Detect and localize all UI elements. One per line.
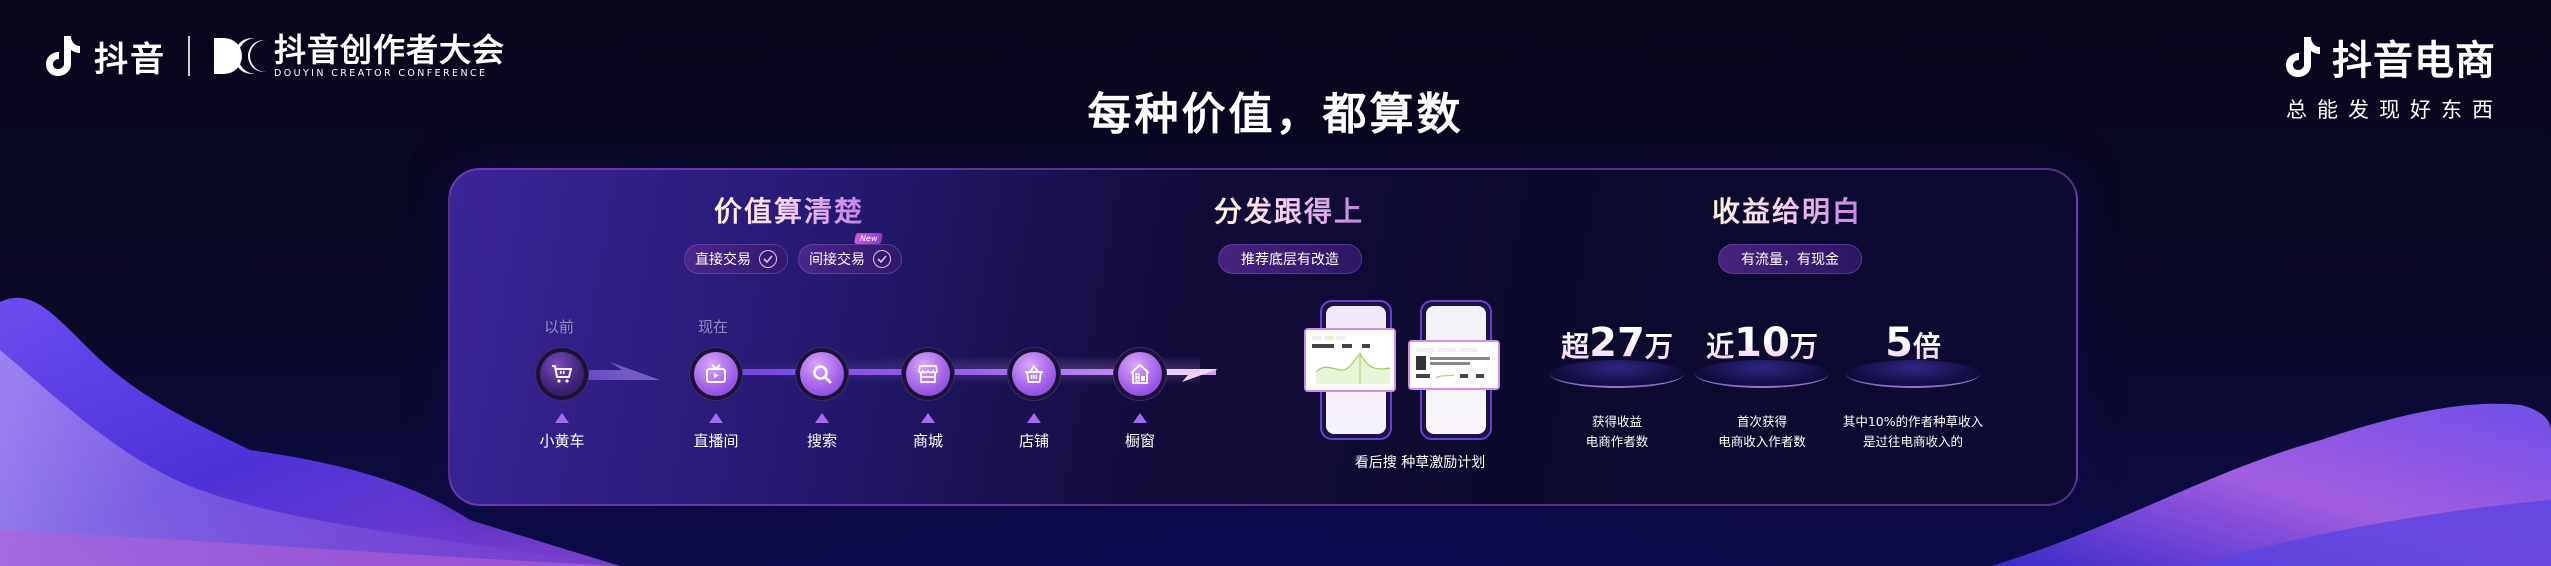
stat-first-income-creators: 近10万 xyxy=(1687,320,1837,366)
pointer-triangle xyxy=(921,413,935,423)
pill-indirect-trade: New 间接交易 xyxy=(798,233,902,274)
node-label: 直播间 xyxy=(693,432,739,450)
flow-end-arrow xyxy=(1162,369,1218,382)
node-showcase xyxy=(1113,347,1167,401)
check-circle-icon xyxy=(759,250,777,268)
stat-desc-line: 首次获得 xyxy=(1736,414,1787,429)
stat-pedestal xyxy=(1846,360,1980,388)
now-label: 现在 xyxy=(698,318,729,336)
stat-description: 其中10%的作者种草收入 是过往电商收入的 xyxy=(1828,412,1998,452)
pointer-triangle xyxy=(709,413,723,423)
stat-description: 获得收益 电商作者数 xyxy=(1542,412,1692,452)
douyin-ecommerce-text: 抖音电商 xyxy=(2332,38,2496,84)
stat-desc-line: 电商收入作者数 xyxy=(1718,434,1806,449)
node-search xyxy=(795,347,849,401)
section-title-income: 收益给明白 xyxy=(1712,190,1862,230)
stat-growth-multiple: 5倍 xyxy=(1838,320,1988,366)
stat-number: 27 xyxy=(1589,320,1645,366)
stat-prefix: 超 xyxy=(1561,330,1590,363)
pill-direct-trade: 直接交易 xyxy=(684,244,788,274)
douyin-note-icon xyxy=(2286,37,2320,77)
phone-mockups xyxy=(1304,300,1530,440)
conference-name-en: DOUYIN CREATOR CONFERENCE xyxy=(274,68,488,79)
stat-pedestal xyxy=(1550,360,1684,388)
basket-icon xyxy=(1025,364,1043,383)
node-label: 小黄车 xyxy=(539,432,585,450)
slogan: 总能发现好东西 xyxy=(2286,98,2503,122)
stat-suffix: 万 xyxy=(1644,330,1673,363)
douyin-note-icon xyxy=(46,36,80,76)
pill-recommendation: 推荐底层有改造 xyxy=(1218,244,1362,274)
pill-label: 间接交易 xyxy=(809,252,865,268)
search-icon xyxy=(813,365,832,384)
stat-number: 5 xyxy=(1885,320,1913,366)
pill-label: 有流量，有现金 xyxy=(1741,252,1839,268)
check-circle-icon xyxy=(873,250,891,268)
stat-earning-creators: 超27万 xyxy=(1542,320,1692,366)
page-title: 每种价值，都算数 xyxy=(1087,89,1464,140)
node-label: 橱窗 xyxy=(1124,432,1155,450)
stat-suffix: 万 xyxy=(1789,330,1818,363)
node-label: 商城 xyxy=(912,432,943,450)
stat-desc-line: 电商作者数 xyxy=(1585,434,1649,449)
value-card: 价值算清楚 直接交易 New 间接交易 以前 现在 xyxy=(448,168,2078,506)
pill-label: 直接交易 xyxy=(695,252,751,268)
douyin-creator-conference-logo: 抖音 抖音创作者大会 DOUYIN CREATOR CONFERENCE xyxy=(42,28,505,84)
stat-description: 首次获得 电商收入作者数 xyxy=(1687,412,1837,452)
node-label: 搜索 xyxy=(806,432,837,450)
pill-label: 推荐底层有改造 xyxy=(1241,252,1339,268)
tv-play-icon xyxy=(706,364,726,383)
node-mall xyxy=(901,347,955,401)
node-label: 店铺 xyxy=(1018,432,1049,450)
stat-pedestal xyxy=(1695,360,1829,388)
pointer-triangle xyxy=(815,413,829,423)
phones-caption: 看后搜 种草激励计划 xyxy=(1354,455,1486,471)
flow-line xyxy=(716,369,1216,375)
new-badge: New xyxy=(854,233,884,244)
before-label: 以前 xyxy=(544,318,575,336)
dcc-mark-icon xyxy=(214,38,266,74)
creator-popup xyxy=(1408,340,1500,390)
node-cart xyxy=(535,347,589,401)
cart-icon xyxy=(552,365,572,383)
node-live-room xyxy=(689,347,743,401)
stat-prefix: 近 xyxy=(1706,330,1735,363)
stat-suffix: 倍 xyxy=(1912,330,1941,363)
pointer-triangle xyxy=(1027,413,1041,423)
showcase-house-icon xyxy=(1130,363,1150,384)
conference-name-cn: 抖音创作者大会 xyxy=(274,31,506,69)
logo-divider xyxy=(188,36,190,76)
stat-desc-line: 获得收益 xyxy=(1591,414,1642,429)
section-title-distribution: 分发跟得上 xyxy=(1214,190,1364,230)
store-icon xyxy=(918,365,938,383)
analytics-popup xyxy=(1304,328,1396,392)
pill-traffic-cash: 有流量，有现金 xyxy=(1718,244,1862,274)
douyin-ecommerce-logo: 抖音电商 总能发现好东西 xyxy=(2282,28,2522,124)
pointer-triangle xyxy=(555,413,569,423)
pointer-triangle xyxy=(1133,413,1147,423)
stat-desc-line: 是过往电商收入的 xyxy=(1862,434,1963,449)
section-title-value: 价值算清楚 xyxy=(714,190,864,230)
stat-desc-line: 其中10%的作者种草收入 xyxy=(1842,414,1984,429)
node-store xyxy=(1007,347,1061,401)
stat-number: 10 xyxy=(1734,320,1790,366)
douyin-brand-text: 抖音 xyxy=(94,39,166,80)
